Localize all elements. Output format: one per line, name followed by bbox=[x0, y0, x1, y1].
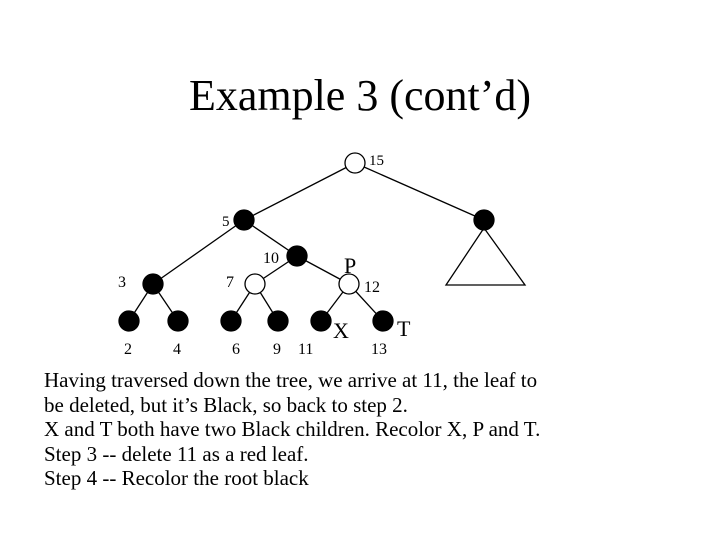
node-label: T bbox=[397, 316, 411, 341]
node-label: 9 bbox=[273, 341, 281, 358]
tree-labels: 15 5 3 10 7 12 P 2 4 6 9 11 X 13 T bbox=[118, 153, 411, 358]
node-label: 7 bbox=[226, 274, 234, 291]
tree-edge bbox=[152, 219, 245, 285]
node-label: 5 bbox=[222, 214, 230, 230]
tree-node-black bbox=[286, 245, 308, 267]
tree-node-black bbox=[142, 273, 164, 295]
tree-nodes bbox=[118, 152, 495, 332]
node-label: 10 bbox=[263, 250, 279, 267]
node-label: P bbox=[344, 253, 356, 278]
node-label: 11 bbox=[298, 341, 313, 358]
tree-node-black bbox=[310, 310, 332, 332]
tree-edge bbox=[243, 219, 298, 257]
tree-node-red-hollow bbox=[338, 273, 360, 295]
tree-node-red-hollow bbox=[244, 273, 266, 295]
node-label: 4 bbox=[173, 341, 181, 358]
node-label: 6 bbox=[232, 341, 240, 358]
red-black-tree-diagram: 15 5 3 10 7 12 P 2 4 6 9 11 X 13 T bbox=[118, 152, 527, 358]
right-subtree bbox=[444, 226, 527, 286]
tree-edges bbox=[128, 162, 485, 322]
node-label: 15 bbox=[369, 153, 384, 169]
tree-node-black bbox=[220, 310, 242, 332]
body-line: X and T both have two Black children. Re… bbox=[44, 417, 541, 441]
node-label: 2 bbox=[124, 341, 132, 358]
tree-node-black bbox=[267, 310, 289, 332]
slide-body-text: Having traversed down the tree, we arriv… bbox=[44, 368, 714, 491]
node-label: 13 bbox=[371, 341, 387, 358]
node-label: X bbox=[333, 318, 349, 343]
tree-node-black bbox=[473, 209, 495, 231]
body-line: Step 4 -- Recolor the root black bbox=[44, 466, 309, 490]
tree-edge bbox=[243, 162, 356, 221]
tree-node-red-hollow bbox=[344, 152, 366, 174]
subtree-triangle bbox=[444, 226, 527, 286]
tree-edge bbox=[354, 162, 485, 221]
node-label: 3 bbox=[118, 274, 126, 291]
tree-node-black bbox=[233, 209, 255, 231]
tree-node-black bbox=[118, 310, 140, 332]
body-line: Having traversed down the tree, we arriv… bbox=[44, 368, 538, 392]
node-label: 12 bbox=[364, 279, 380, 296]
tree-node-black bbox=[167, 310, 189, 332]
slide-title: Example 3 (cont’d) bbox=[188, 71, 532, 120]
body-line: be deleted, but it’s Black, so back to s… bbox=[44, 392, 408, 417]
body-line: Step 3 -- delete 11 as a red leaf. bbox=[44, 441, 309, 466]
tree-node-black bbox=[372, 310, 394, 332]
